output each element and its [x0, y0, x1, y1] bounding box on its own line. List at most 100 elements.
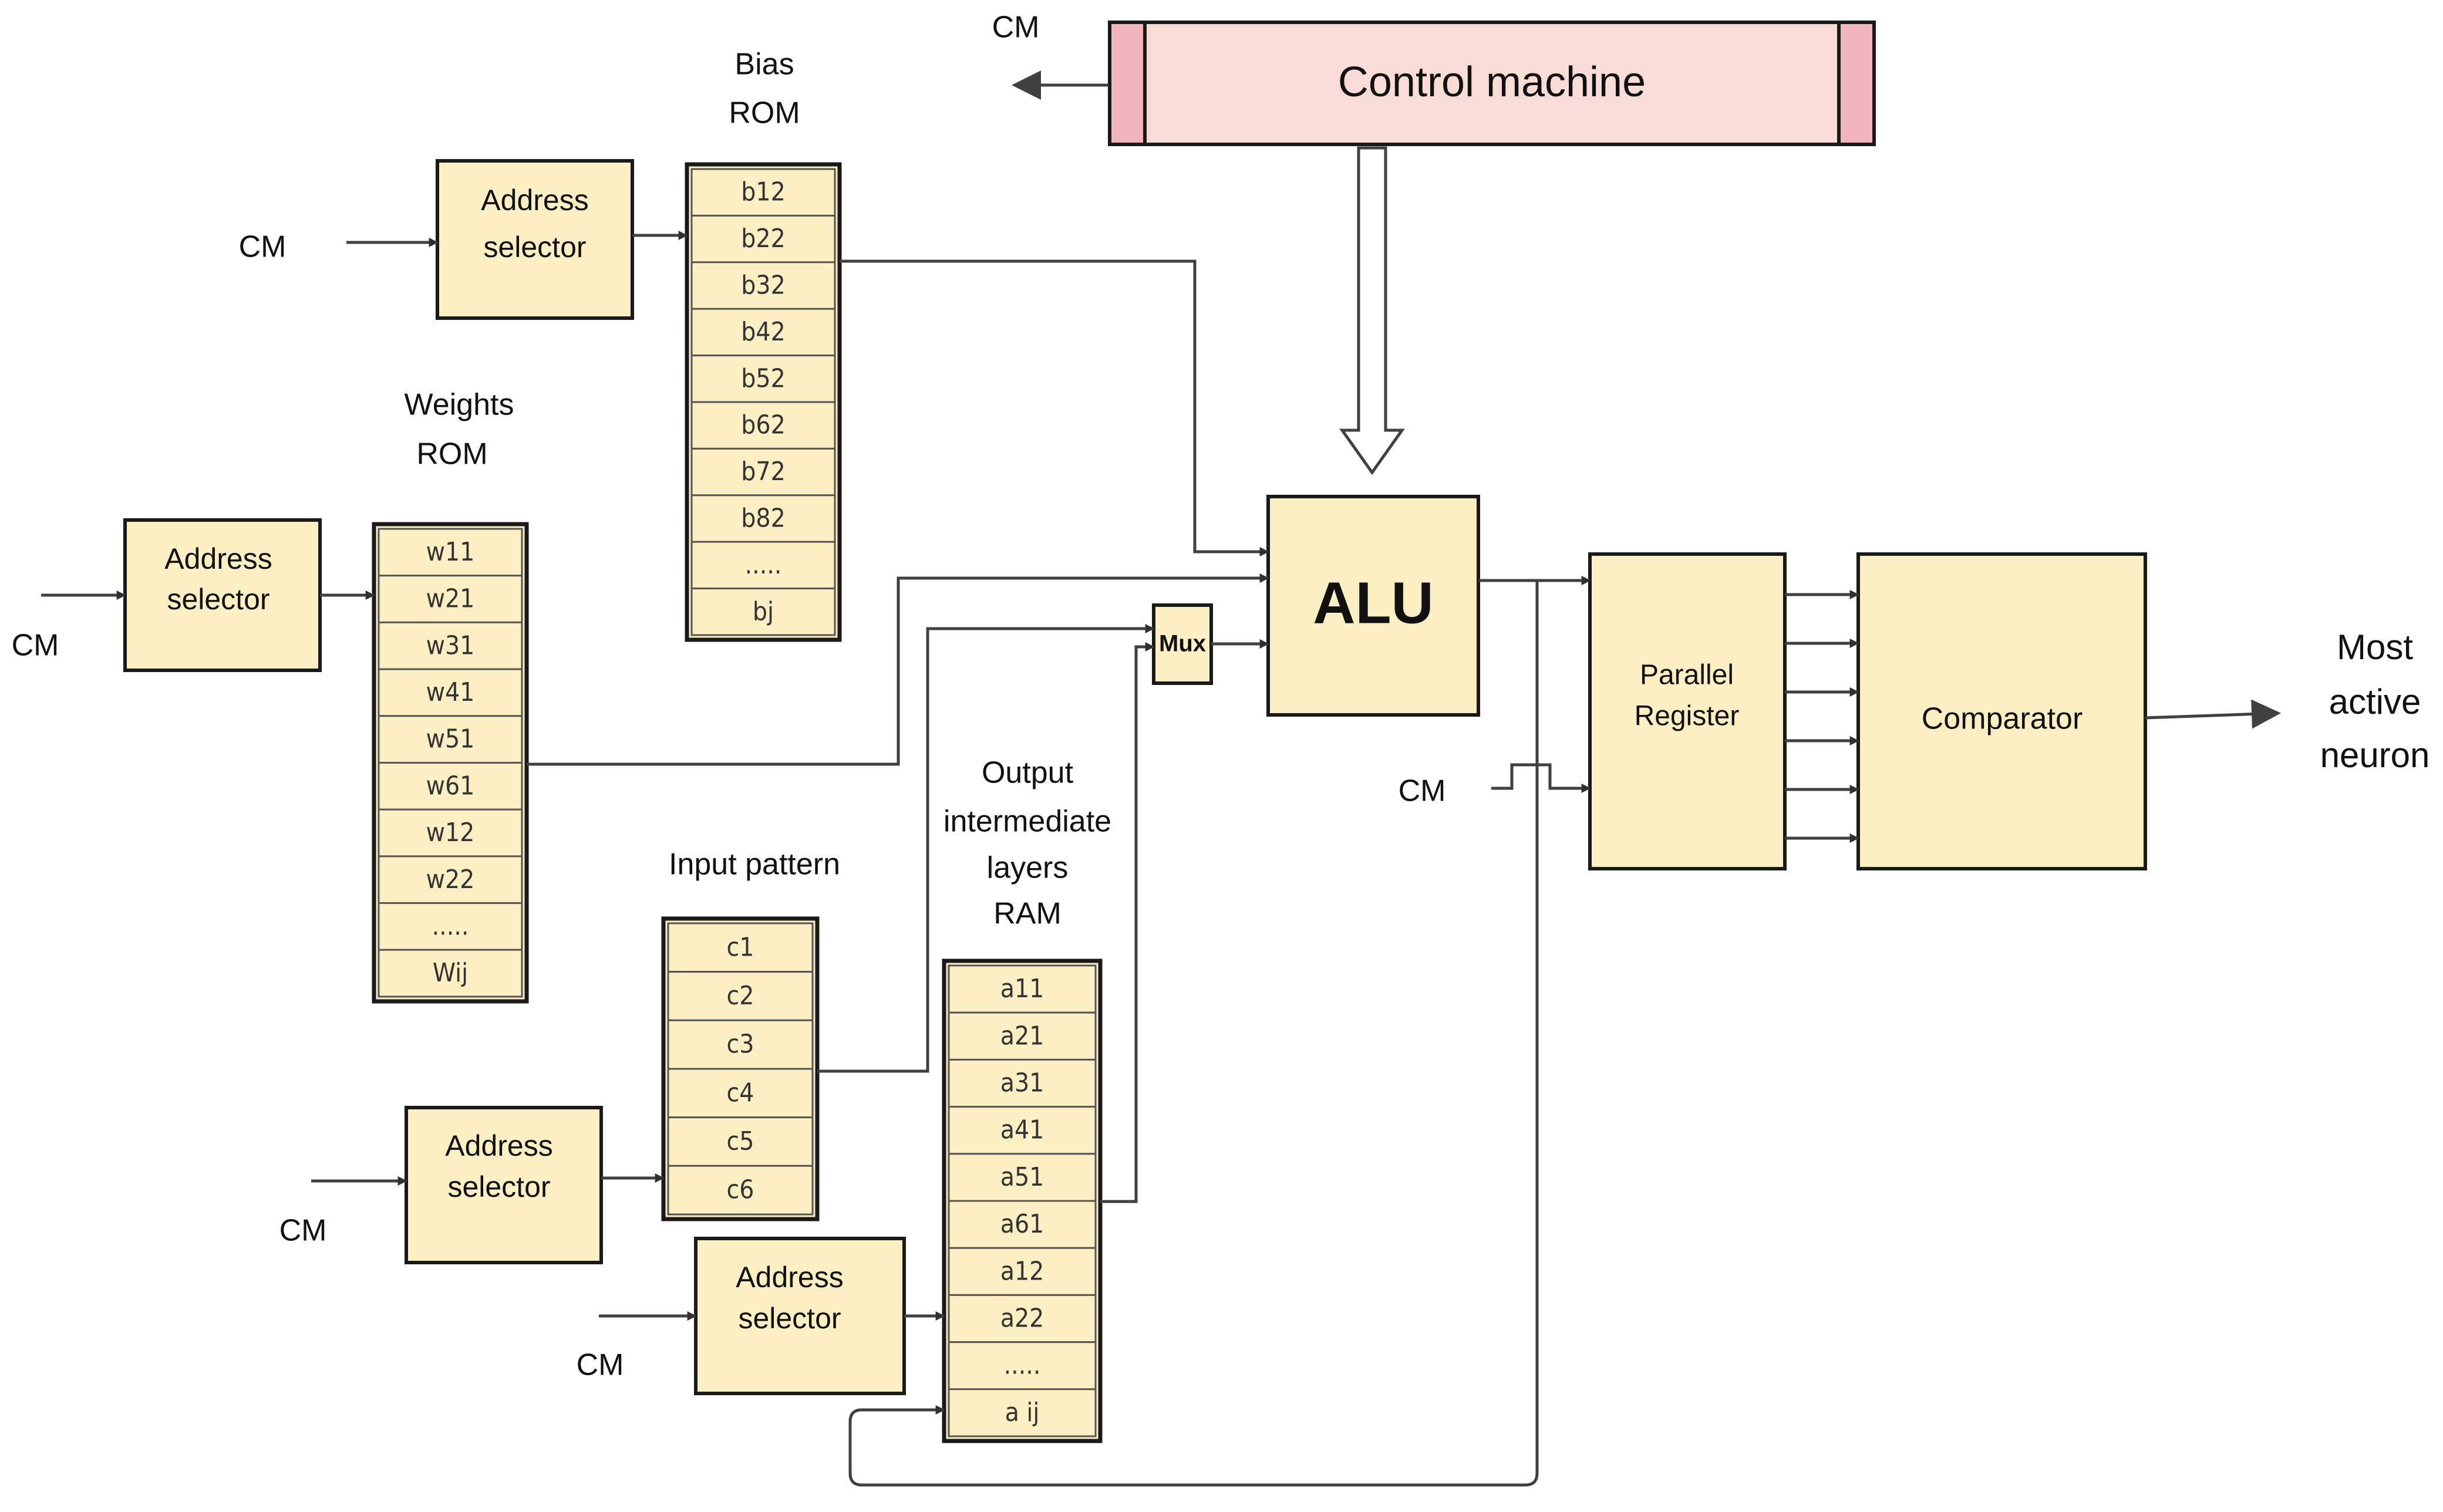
memory-cell: [378, 575, 523, 623]
memory-cell-label: b62: [741, 410, 786, 440]
memory-cell-label: b52: [741, 363, 786, 393]
memory-cell-label: bj: [753, 596, 774, 626]
memory-cell-label: w22: [426, 865, 475, 895]
memory-cell: [667, 922, 814, 973]
comparator: Comparator: [1856, 552, 2147, 870]
memory-cell: [378, 715, 523, 764]
memory-cell-label: a ij: [1005, 1398, 1040, 1427]
memory-cell-label: w61: [426, 771, 475, 801]
memory-cell-label: w21: [426, 584, 475, 614]
memory-cell-label: b32: [741, 271, 786, 301]
bias-selector-label-1: Address: [481, 184, 588, 217]
memory-cell: [690, 261, 836, 310]
result-label-3: neuron: [2320, 735, 2430, 775]
weights-rom-title: Weights: [405, 388, 514, 422]
memory-cell: [378, 528, 523, 577]
ram-to-mux-line: [1100, 642, 1155, 1203]
register-label-1: Parallel: [1640, 660, 1734, 691]
memory-cell: [690, 447, 836, 497]
memory-cell: [667, 1116, 814, 1167]
bias-address-selector: Address selector: [436, 159, 634, 320]
input-to-mux-line: [817, 624, 1155, 1073]
memory-cell-label: b12: [741, 177, 786, 207]
memory-cell-label: c6: [727, 1175, 754, 1205]
alu-feedback-to-ram-line: [848, 580, 1539, 1487]
memory-cell-label: c5: [727, 1126, 754, 1156]
memory-cell: [948, 1153, 1097, 1202]
memory-cell: [948, 1247, 1097, 1296]
cm-label-control: CM: [992, 11, 1040, 45]
control-bus-arrow: [1339, 146, 1405, 475]
memory-cell: [948, 1058, 1097, 1108]
control-machine: Control machine: [1108, 21, 1876, 146]
weights-selector-label-2: selector: [167, 583, 269, 616]
memory-cell: [948, 1294, 1097, 1344]
memory-cell: [378, 762, 523, 811]
memory-cell: [378, 621, 523, 670]
memory-cell-label: a22: [1000, 1304, 1044, 1334]
memory-cell: [948, 1341, 1097, 1391]
memory-cell: [690, 541, 836, 590]
alu-label: ALU: [1313, 570, 1434, 636]
cm-label-input: CM: [279, 1214, 327, 1248]
weights-selector-label-1: Address: [164, 542, 272, 575]
output-selector-label-1: Address: [736, 1261, 843, 1294]
mux-label: Mux: [1159, 631, 1206, 657]
memory-cell-label: w11: [426, 537, 475, 567]
memory-cell-label: b82: [741, 504, 786, 534]
comparator-label: Comparator: [1922, 702, 2083, 736]
memory-cell: [378, 949, 523, 998]
memory-cell-label: a31: [1000, 1068, 1044, 1098]
memory-cell: [378, 855, 523, 905]
memory-cell-label: b42: [741, 317, 786, 347]
memory-cell: [690, 494, 836, 543]
memory-cell-label: c1: [727, 932, 754, 962]
control-machine-label: Control machine: [1338, 59, 1646, 106]
memory-cell: [667, 971, 814, 1021]
weights-address-selector: Address selector: [123, 518, 322, 672]
output-ram-title-3: layers: [987, 851, 1069, 885]
memory-cell: [667, 1068, 814, 1119]
memory-cell-label: a12: [1000, 1256, 1044, 1286]
register-label-2: Register: [1635, 701, 1740, 732]
output-ram-title-1: Output: [982, 756, 1074, 790]
comparator-output-arrow: [2145, 699, 2281, 729]
memory-cell: [667, 1019, 814, 1070]
memory-cell-label: b22: [741, 224, 786, 254]
output-ram-title-4: RAM: [993, 897, 1062, 931]
memory-cell-label: c4: [727, 1078, 754, 1108]
memory-cell-label: w51: [426, 724, 475, 754]
input-address-selector: Address selector: [405, 1106, 603, 1264]
input-selector-label-1: Address: [445, 1129, 552, 1162]
memory-cell: [378, 668, 523, 717]
memory-cell-label: Wij: [433, 958, 468, 988]
weights-rom-title-2: ROM: [416, 437, 487, 471]
memory-cell-label: a11: [1000, 974, 1044, 1004]
output-ram-title-2: intermediate: [943, 805, 1111, 839]
memory-cell-label: w12: [426, 818, 475, 848]
memory-cell: [690, 401, 836, 450]
cm-label-register: CM: [1399, 774, 1446, 808]
memory-cell-label: .....: [745, 550, 782, 580]
memory-cell-label: c2: [727, 981, 754, 1011]
memory-cell-label: .....: [1004, 1351, 1041, 1381]
memory-cell-label: b72: [741, 457, 786, 487]
memory-cell-label: a21: [1000, 1021, 1044, 1051]
bias-rom: b12 b22 b32 b42 b52 b62 b72 b82..... bj: [685, 162, 842, 642]
parallel-register: Parallel Register: [1588, 552, 1787, 870]
input-selector-label-2: selector: [447, 1170, 550, 1203]
output-selector-label-2: selector: [738, 1302, 841, 1335]
input-pattern-title: Input pattern: [669, 848, 840, 882]
memory-cell-label: a51: [1000, 1162, 1044, 1192]
bias-rom-title: Bias: [734, 48, 794, 82]
memory-cell-label: w31: [426, 630, 475, 660]
result-label-1: Most: [2337, 627, 2413, 667]
bias-to-alu-line: [840, 259, 1269, 556]
memory-cell-label: w41: [426, 677, 475, 707]
cm-label-bias: CM: [239, 230, 287, 264]
result-label-2: active: [2329, 682, 2421, 721]
